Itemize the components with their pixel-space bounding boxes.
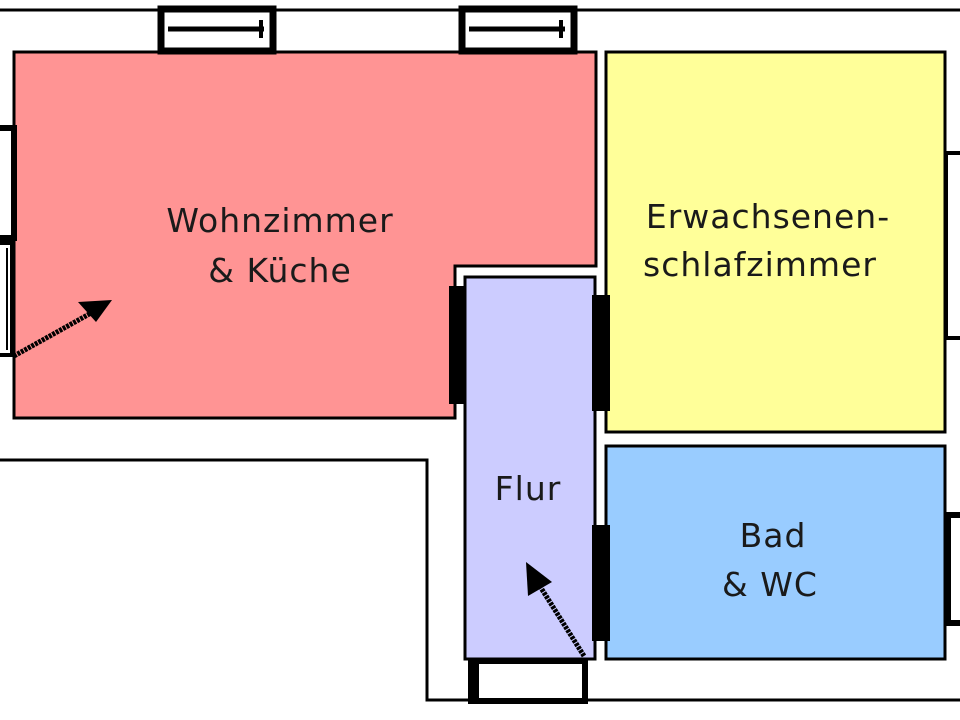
room-bedroom[interactable]: Erwachsenen- schlafzimmer [604,50,947,434]
door-icon[interactable] [592,525,610,641]
door-icon[interactable] [449,286,466,404]
room-label-line: & Küche [208,251,352,290]
window-icon [0,125,17,241]
room-label-line: schlafzimmer [643,245,877,284]
svg-text:Flur: Flur [495,469,562,508]
svg-text:schlafzimmer: schlafzimmer [643,245,877,284]
room-hallway-fill [463,275,597,661]
window-icon [458,5,578,55]
room-label-line: & WC [722,565,818,604]
view-arrow-icon [526,562,587,658]
room-bedroom-fill [604,50,947,434]
window-icon [468,658,588,704]
door-icon[interactable] [592,295,610,411]
view-arrow-icon [12,300,112,359]
svg-text:Erwachsenen-: Erwachsenen- [646,197,890,236]
svg-text:Wohnzimmer: Wohnzimmer [166,201,393,240]
svg-text:& WC: & WC [722,565,818,604]
window-icon [0,241,14,357]
svg-text:& Küche: & Küche [208,251,352,290]
window-icon [944,151,960,340]
room-hallway[interactable]: Flur [463,275,597,661]
window-icon [157,5,277,55]
room-bathroom[interactable]: Bad & WC [604,444,947,661]
svg-text:Bad: Bad [740,516,807,555]
room-label-line: Bad [740,516,807,555]
room-label-line: Flur [495,469,562,508]
room-label-line: Erwachsenen- [646,197,890,236]
window-icon [945,512,960,626]
room-label-line: Wohnzimmer [166,201,393,240]
